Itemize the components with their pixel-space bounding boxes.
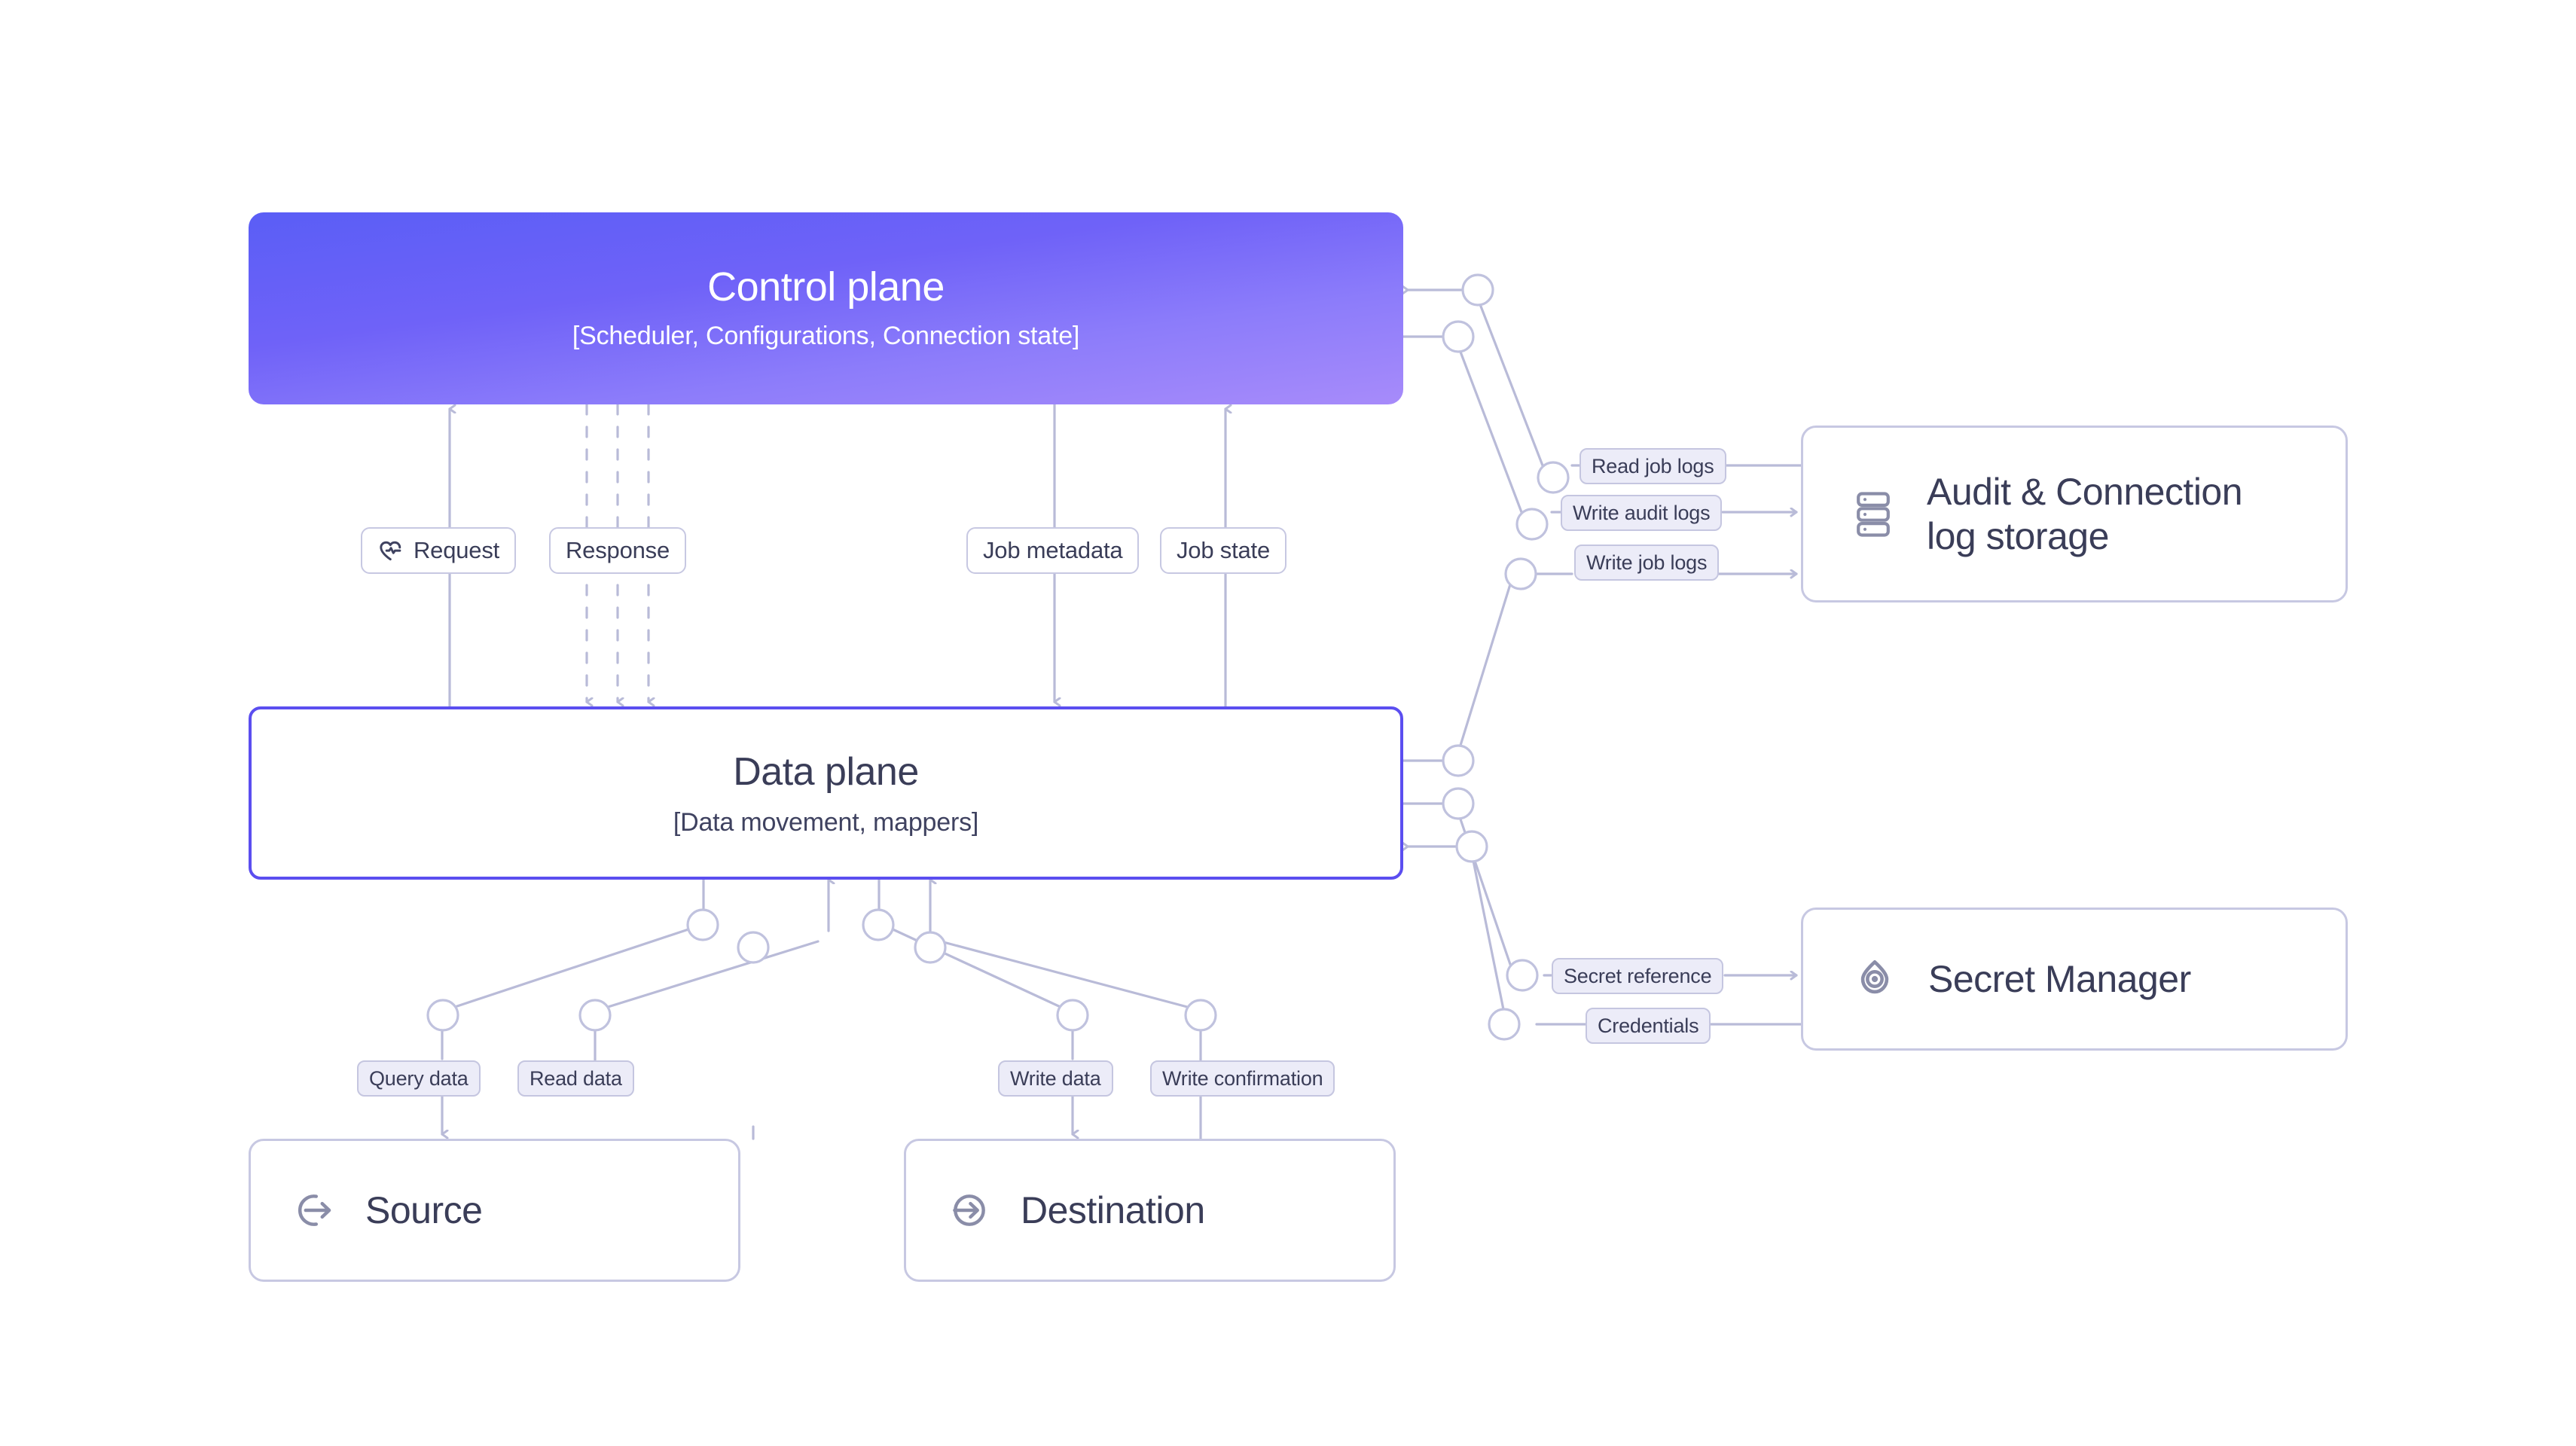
waypoint-write-audit-logs xyxy=(1515,508,1549,541)
node-data-plane[interactable]: Data plane [Data movement, mappers] xyxy=(249,706,1403,880)
waypoint-query-data-low xyxy=(426,999,459,1032)
edge-label-request-text: Request xyxy=(414,537,500,563)
edge-label-response[interactable]: Response xyxy=(549,527,686,574)
wire-query-data-diag xyxy=(451,926,694,1009)
edge-label-secret-reference-text: Secret reference xyxy=(1564,964,1712,987)
audit-log-storage-label: Audit & Connection log storage xyxy=(1927,470,2243,559)
waypoint-data-credentials xyxy=(1455,830,1488,863)
waypoint-control-write-audit-logs xyxy=(1442,320,1475,353)
log-in-arrow-icon xyxy=(948,1189,990,1231)
node-secret-manager[interactable]: Secret Manager xyxy=(1801,908,2348,1051)
source-label: Source xyxy=(365,1188,483,1231)
edge-label-query-data[interactable]: Query data xyxy=(357,1060,481,1097)
node-audit-log-storage[interactable]: Audit & Connection log storage xyxy=(1801,426,2348,602)
edge-label-secret-reference[interactable]: Secret reference xyxy=(1552,958,1724,994)
edge-label-job-state[interactable]: Job state xyxy=(1160,527,1287,574)
wire-write-data-diag xyxy=(888,926,1064,1009)
control-plane-title: Control plane xyxy=(707,264,945,310)
edge-label-credentials-text: Credentials xyxy=(1598,1014,1699,1037)
waypoint-control-read-job-logs xyxy=(1461,273,1494,307)
waypoint-query-data-top xyxy=(686,908,719,941)
node-destination[interactable]: Destination xyxy=(904,1139,1396,1282)
audit-log-storage-line2: log storage xyxy=(1927,514,2109,557)
secret-manager-label: Secret Manager xyxy=(1928,957,2191,1000)
edge-label-read-job-logs-text: Read job logs xyxy=(1592,454,1714,477)
data-plane-title: Data plane xyxy=(733,749,919,794)
waypoint-write-data-top xyxy=(862,908,895,941)
waypoint-secret-reference xyxy=(1506,959,1539,992)
edge-label-write-confirmation[interactable]: Write confirmation xyxy=(1150,1060,1335,1097)
node-control-plane[interactable]: Control plane [Scheduler, Configurations… xyxy=(249,212,1403,404)
edge-label-response-text: Response xyxy=(566,537,670,563)
wire-read-job-logs-diag xyxy=(1477,299,1544,467)
node-source[interactable]: Source xyxy=(249,1139,740,1282)
eye-target-icon xyxy=(1853,957,1897,1001)
edge-label-request[interactable]: Request xyxy=(361,527,517,574)
waypoint-read-job-logs xyxy=(1537,461,1570,494)
wire-write-conf-diag xyxy=(939,940,1192,1009)
data-plane-subtitle: [Data movement, mappers] xyxy=(673,807,979,837)
edge-label-write-data-text: Write data xyxy=(1010,1066,1101,1090)
waypoint-write-data-low xyxy=(1056,999,1089,1032)
edge-label-write-job-logs-text: Write job logs xyxy=(1586,551,1708,574)
waypoint-write-conf-top xyxy=(914,931,947,964)
waypoint-read-data-top xyxy=(737,931,770,964)
waypoint-data-secret-reference xyxy=(1442,787,1475,820)
waypoint-write-conf-low xyxy=(1184,999,1217,1032)
edge-label-write-audit-logs[interactable]: Write audit logs xyxy=(1561,495,1723,531)
edge-label-read-data-text: Read data xyxy=(530,1066,622,1090)
edge-label-write-job-logs[interactable]: Write job logs xyxy=(1574,545,1720,581)
edge-label-write-audit-logs-text: Write audit logs xyxy=(1573,501,1711,524)
wire-write-job-logs-diag xyxy=(1457,583,1512,752)
control-plane-subtitle: [Scheduler, Configurations, Connection s… xyxy=(572,322,1080,351)
edge-label-read-data[interactable]: Read data xyxy=(517,1060,634,1097)
edge-label-credentials[interactable]: Credentials xyxy=(1586,1008,1711,1044)
destination-label: Destination xyxy=(1021,1188,1205,1231)
waypoint-credentials xyxy=(1488,1008,1521,1041)
edge-label-write-data[interactable]: Write data xyxy=(998,1060,1113,1097)
edge-label-job-metadata-text: Job metadata xyxy=(983,537,1123,563)
heart-pulse-icon xyxy=(377,538,403,563)
wire-write-audit-logs-diag xyxy=(1457,346,1523,514)
server-rack-icon xyxy=(1853,490,1894,539)
edge-label-query-data-text: Query data xyxy=(369,1066,469,1090)
edge-label-read-job-logs[interactable]: Read job logs xyxy=(1579,448,1726,484)
edge-label-write-confirmation-text: Write confirmation xyxy=(1162,1066,1323,1090)
audit-log-storage-line1: Audit & Connection xyxy=(1927,470,2243,513)
wire-credentials-diag xyxy=(1471,856,1508,1026)
wire-secret-reference-diag xyxy=(1457,813,1515,977)
edge-label-job-state-text: Job state xyxy=(1177,537,1271,563)
waypoint-data-write-job-logs xyxy=(1442,744,1475,777)
waypoint-write-job-logs xyxy=(1504,557,1537,590)
edge-label-job-metadata[interactable]: Job metadata xyxy=(966,527,1140,574)
wire-read-data-diag xyxy=(604,940,819,1009)
waypoint-read-data-low xyxy=(578,999,612,1032)
log-out-arrow-icon xyxy=(293,1189,335,1231)
